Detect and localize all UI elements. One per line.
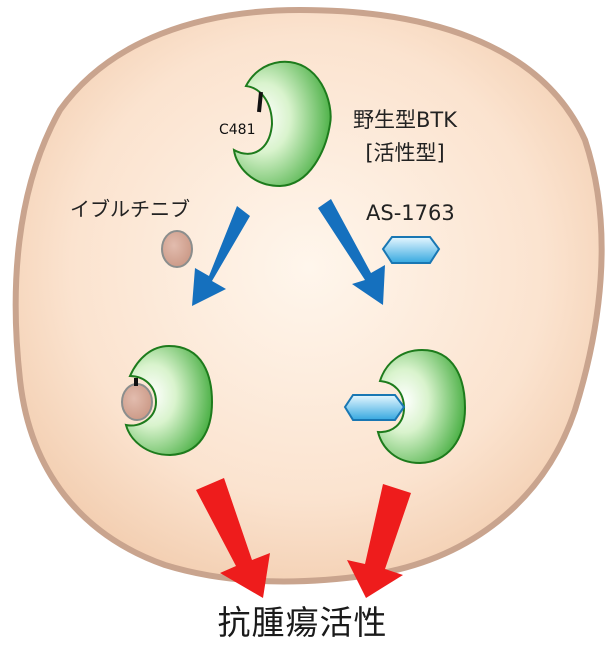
btk-ibrutinib-complex [121,344,214,457]
arrow-left-red [196,478,270,598]
wild-type-btk-protein [232,60,332,188]
btk-as1763-complex [343,348,467,465]
wild-type-btk-label-line2: [活性型] [365,141,445,165]
wild-type-btk-label-line1: 野生型BTK [353,108,458,132]
wild-type-btk-label: 野生型BTK [活性型] [353,104,457,170]
as1763-molecule [381,236,441,264]
arrow-left-blue [192,206,250,306]
arrow-right-red [347,484,411,598]
as1763-label: AS-1763 [366,201,455,225]
antitumor-activity-label: 抗腫瘍活性 [217,603,388,642]
ibrutinib-molecule [161,230,193,268]
c481-site-mark [257,91,263,113]
ibrutinib-label: イブルチニブ [70,197,190,221]
arrow-right-blue [318,199,385,305]
c481-label: C481 [219,122,256,138]
